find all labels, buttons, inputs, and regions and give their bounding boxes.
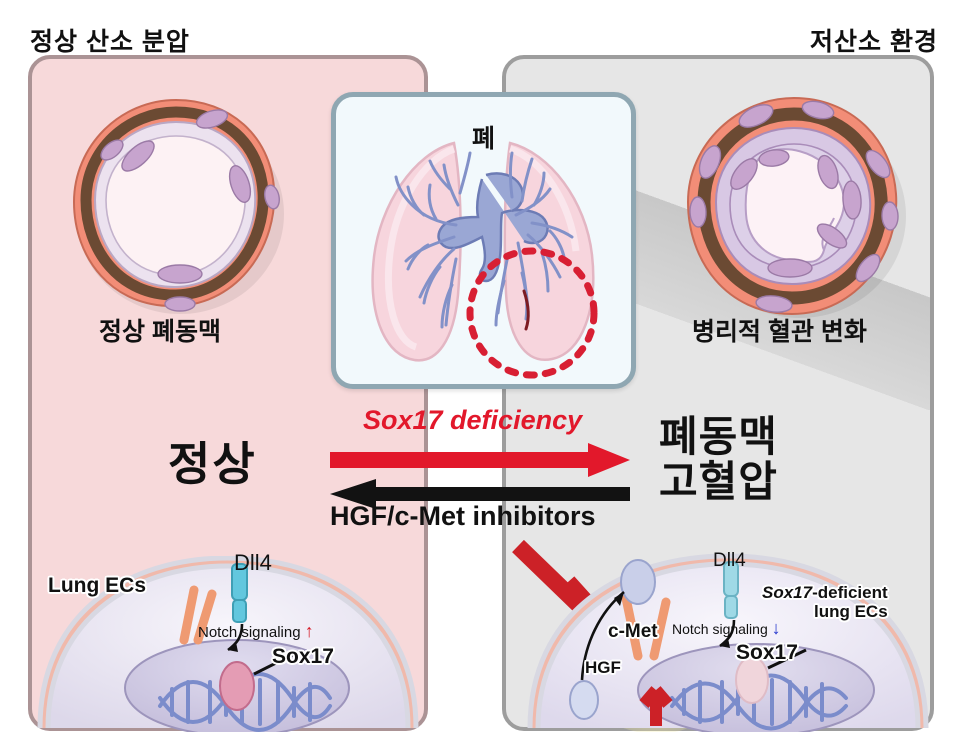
sox17-italic: Sox17: [762, 583, 813, 602]
hgf-up-arrow-icon: [639, 686, 673, 726]
lung-ecs-label: Lung ECs: [48, 574, 146, 597]
sox17-deficient-endothelial-cell-diagram: [512, 540, 929, 732]
sox17-deficient-line-1: Sox17-deficient: [762, 583, 888, 602]
normal-vessel-cross-section: [72, 98, 284, 314]
forward-arrow-sox17-deficiency: [330, 443, 630, 477]
deficient-text: -deficient: [812, 583, 888, 602]
notch-signaling-text-left: Notch signaling: [198, 624, 301, 641]
pah-line-1: 폐동맥: [659, 413, 778, 460]
hgf-cmet-inhibitors-label: HGF/c-Met inhibitors: [330, 501, 596, 531]
diseased-vessel-cross-section: [686, 96, 906, 318]
notch-up-arrow-left: ↑: [304, 621, 314, 641]
notch-signaling-right: Notch signaling ↓: [672, 618, 781, 639]
pah-state-label: 폐동맥 고혈압: [659, 413, 778, 505]
left-condition-title: 정상 산소 분압: [30, 28, 190, 56]
dll4-label-right: Dll4: [713, 550, 746, 571]
notch-signaling-left: Notch signaling ↑: [198, 621, 314, 642]
normal-vessel-caption: 정상 폐동맥: [99, 318, 221, 346]
notch-down-arrow-right: ↓: [771, 618, 781, 638]
sox17-deficiency-label: Sox17 deficiency: [363, 405, 583, 435]
sox17-deficient-lung-ecs-label: Sox17-deficient lung ECs: [762, 583, 888, 621]
diseased-vessel-caption: 병리적 혈관 변화: [692, 318, 867, 346]
lung-illustration-box: 폐: [331, 92, 636, 389]
backward-arrow-hgf-inhibitors: [330, 479, 630, 509]
lung-label: 폐: [471, 125, 495, 153]
hgf-label: HGF: [585, 658, 621, 677]
dll4-label-left: Dll4: [234, 550, 272, 575]
notch-signaling-text-right: Notch signaling: [672, 621, 768, 637]
right-condition-title: 저산소 환경: [810, 28, 938, 56]
cmet-label: c-Met: [608, 621, 658, 642]
sox17-label-left: Sox17: [272, 645, 334, 668]
lesion-highlight-circle: [466, 247, 598, 379]
pah-line-2: 고혈압: [659, 457, 778, 505]
lung-diagram: [371, 141, 598, 379]
sox17-deficient-line-2: lung ECs: [813, 602, 888, 622]
sox17-label-right: Sox17: [736, 641, 798, 664]
normal-state-label: 정상: [168, 438, 257, 490]
normal-endothelial-cell-diagram: [37, 556, 419, 732]
